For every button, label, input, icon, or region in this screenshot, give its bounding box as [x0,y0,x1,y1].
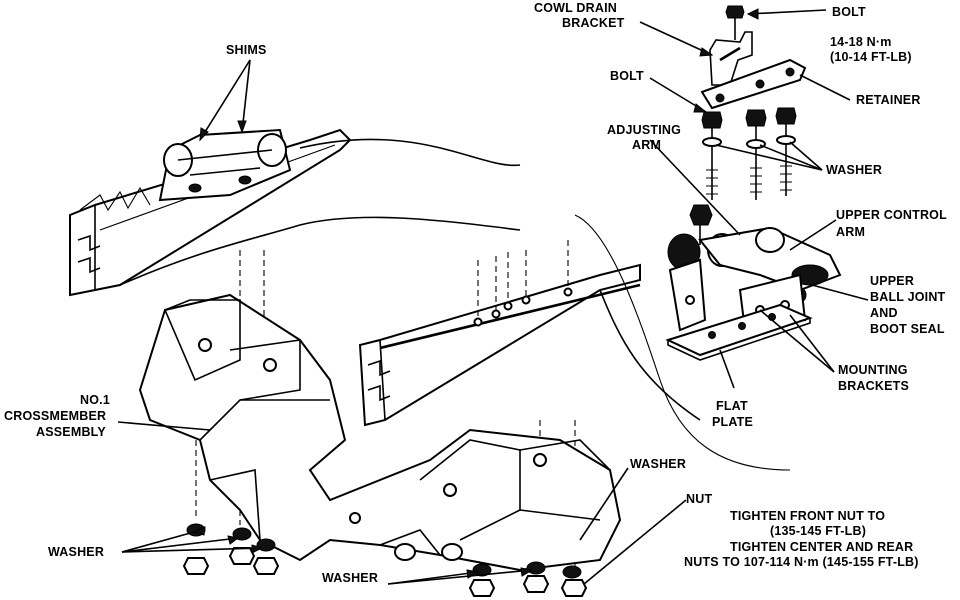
mounting-brackets-label-l1: MOUNTING [838,363,908,377]
flat-plate-label-l2: PLATE [712,415,753,429]
labels: COWL DRAIN BRACKET BOLT 14-18 N·m (10-14… [4,1,947,585]
middle-frame-rail [358,263,701,427]
flat-plate-label-l1: FLAT [716,399,748,413]
tighten-note-l2: (135-145 FT-LB) [770,524,866,538]
upper-ball-joint-label-l2: BALL JOINT [870,290,946,304]
fender-outline [574,214,791,471]
crossmember-label-l1: NO.1 [80,393,110,407]
top-bolt [725,5,745,40]
upper-arm-mount [158,128,292,202]
retainer-label: RETAINER [856,93,921,107]
flat-plate-part [665,303,813,361]
tighten-note-l1: TIGHTEN FRONT NUT TO [730,509,885,523]
torque-small-label-l1: 14-18 N·m [830,35,892,49]
adjusting-arm-part [689,204,713,245]
crossmember-label-l2: CROSSMEMBER [4,409,106,423]
nut-label: NUT [686,492,712,506]
cowl-drain-bracket-label-l2: BRACKET [562,16,625,30]
upper-ball-joint-label-l4: BOOT SEAL [870,322,945,336]
bolt-left-label: BOLT [610,69,644,83]
tighten-note-l4: NUTS TO 107-114 N·m (145-155 FT-LB) [684,555,919,569]
rail-studs [473,287,573,327]
adjusting-arm-label-l2: ARM [632,138,661,152]
torque-small-label-l2: (10-14 FT-LB) [830,50,912,64]
upper-control-arm-label-l1: UPPER CONTROL [836,208,947,222]
tighten-note-l3: TIGHTEN CENTER AND REAR [730,540,913,554]
shims-label: SHIMS [226,43,267,57]
washer-bottom-center-label: WASHER [322,571,378,585]
bolt-top-label: BOLT [832,5,866,19]
retainer-part [700,58,807,110]
washer-right-label: WASHER [826,163,882,177]
upper-frame-rail [69,128,521,297]
mounting-brackets-label-l2: BRACKETS [838,379,909,393]
leader-lines [117,9,869,585]
washer-bottom-left-label: WASHER [48,545,104,559]
crossmember-label-l3: ASSEMBLY [36,425,106,439]
arrow-heads [192,8,759,579]
upper-ball-joint-label-l3: AND [870,306,898,320]
adjusting-arm-label-l1: ADJUSTING [607,123,681,137]
crossmember-assembly [138,293,622,572]
upper-ball-joint-label-l1: UPPER [870,274,914,288]
upper-control-arm-label-l2: ARM [836,225,865,239]
cowl-drain-bracket-label-l1: COWL DRAIN [534,1,617,15]
washer-bottom-mid-label: WASHER [630,457,686,471]
